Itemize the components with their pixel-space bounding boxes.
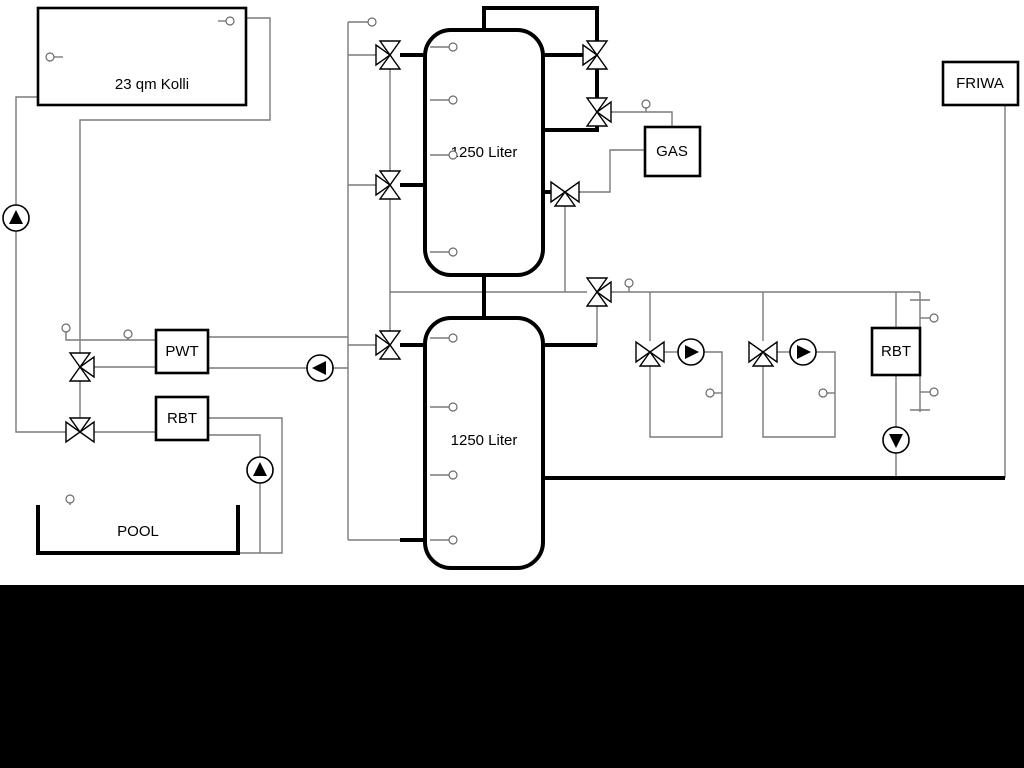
rbt-right-label: RBT (881, 343, 911, 360)
rbt-left-heat-exchanger: RBT (154, 395, 210, 442)
mixing-valve-icon (375, 330, 402, 360)
temperature-sensor-icon (641, 99, 651, 109)
black-footer-area (0, 585, 1024, 768)
buffer-tank-top: 1250 Liter (423, 28, 545, 277)
mixing-valve-icon (550, 180, 580, 207)
solar-collector-label: 23 qm Kolli (115, 76, 189, 93)
temperature-sensor-icon (929, 313, 939, 323)
buffer-tank-top-body (423, 28, 545, 277)
temperature-sensor-icon (430, 95, 458, 105)
mixing-valve-icon (635, 340, 665, 367)
pool-walls (36, 505, 240, 555)
temperature-sensor-icon (430, 247, 458, 257)
pool-label: POOL (117, 523, 159, 540)
mixing-valve-icon (375, 40, 402, 70)
piping-thin (15, 17, 1006, 554)
mixing-valve-icon (65, 417, 95, 444)
temperature-sensor-icon (123, 329, 133, 339)
temperature-sensor-icon (367, 17, 377, 27)
mixing-valve-icon (375, 170, 402, 200)
pool-basin: POOL (36, 494, 240, 555)
temperature-sensor-icon (430, 42, 458, 52)
solar-collector-box (36, 6, 248, 107)
temperature-sensor-icon (45, 52, 63, 62)
buffer-tank-bottom: 1250 Liter (423, 316, 545, 570)
temperature-sensor-icon (624, 278, 634, 288)
pump-icon (789, 338, 817, 366)
mixing-valve-icon (585, 277, 612, 307)
friwa-label: FRIWA (956, 75, 1004, 92)
temperature-sensor-icon (430, 150, 458, 160)
temperature-sensor-icon (430, 333, 458, 343)
temperature-sensor-icon (218, 16, 235, 26)
rbt-right-heat-exchanger: RBT (870, 326, 922, 377)
friwa-box (941, 60, 1020, 107)
gas-boiler-box (643, 125, 702, 178)
temperature-sensor-icon (818, 388, 828, 398)
pump-icon (677, 338, 705, 366)
mixing-valve-icon (68, 352, 95, 382)
temperature-sensor-icon (65, 494, 75, 504)
pump-icon (2, 204, 30, 232)
gas-boiler: GAS (643, 125, 702, 178)
friwa-station: FRIWA (941, 60, 1020, 107)
rbt-right-box (870, 326, 922, 377)
pump-icon (882, 426, 910, 454)
temperature-sensor-icon (929, 387, 939, 397)
temperature-sensor-icon (705, 388, 715, 398)
temperature-sensor-icon (61, 323, 71, 333)
rbt-left-label: RBT (167, 410, 197, 427)
temperature-sensor-icon (430, 402, 458, 412)
pump-icon (246, 456, 274, 484)
piping-thick (400, 6, 1005, 542)
mixing-valve-icon (585, 97, 612, 127)
mixing-valve-icon (748, 340, 778, 367)
temperature-sensor-icon (430, 470, 458, 480)
pwt-box (154, 328, 210, 375)
buffer-tank-top-label: 1250 Liter (451, 144, 518, 161)
solar-collector: 23 qm Kolli (36, 6, 248, 107)
pwt-label: PWT (165, 343, 198, 360)
mixing-valve-icon (582, 40, 609, 70)
pump-icon (306, 354, 334, 382)
rbt-left-box (154, 395, 210, 442)
piping-diagram: 23 qm Kolli 1250 Liter 1250 Liter GAS FR… (2, 6, 1020, 570)
gas-boiler-label: GAS (656, 143, 688, 160)
buffer-tank-bottom-body (423, 316, 545, 570)
pwt-heat-exchanger: PWT (154, 328, 210, 375)
temperature-sensor-icon (430, 535, 458, 545)
buffer-tank-bottom-label: 1250 Liter (451, 432, 518, 449)
